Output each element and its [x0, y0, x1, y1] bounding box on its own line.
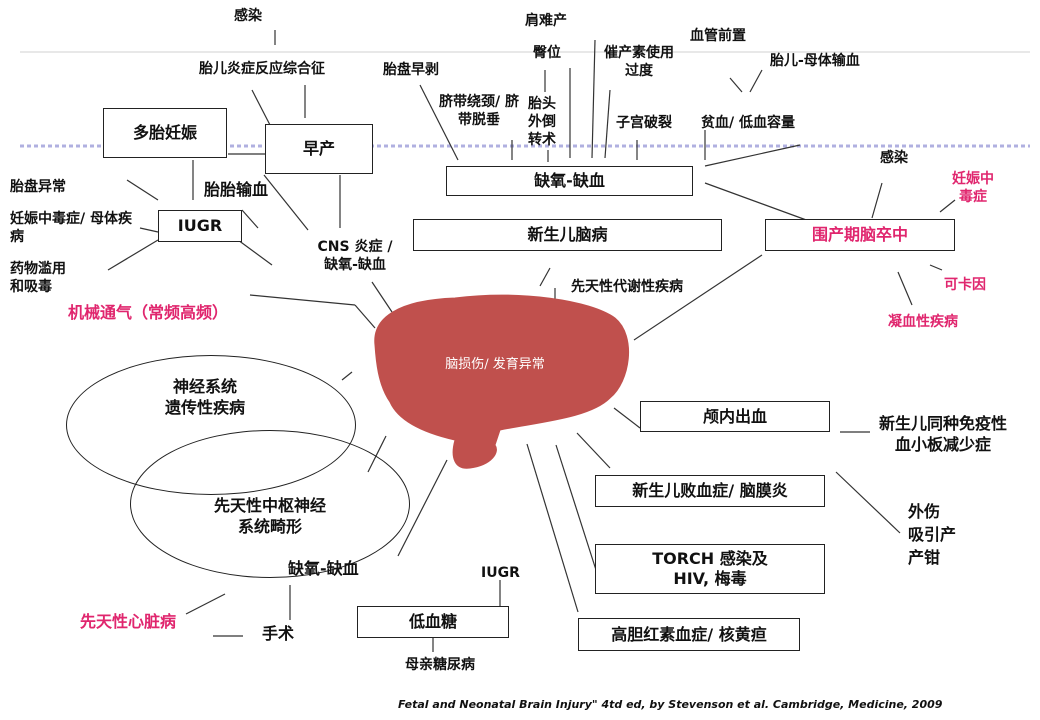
box-hypoxia-ischemia: 缺氧-缺血 [446, 166, 693, 196]
head-line-1: 胎头 [528, 96, 556, 112]
label-iugr-bottom: IUGR [481, 565, 520, 581]
box-torch: TORCH 感染及 HIV, 梅毒 [595, 544, 825, 594]
label-alloimmune: 新生儿同种免疫性 血小板减少症 [868, 413, 1018, 455]
cns-line-1: CNS 炎症 / [317, 239, 393, 255]
box-neonatal-sepsis: 新生儿败血症/ 脑膜炎 [595, 475, 825, 507]
label-fetomaternal: 胎儿-母体输血 [770, 53, 860, 69]
label-infection-right: 感染 [880, 150, 908, 166]
head-line-2: 外倒 [528, 114, 556, 130]
trauma-line-3: 产钳 [908, 548, 941, 567]
malformation-ellipse [130, 430, 410, 578]
label-drug-abuse: 药物滥用 和吸毒 [10, 260, 66, 296]
label-vascular-previa: 血管前置 [690, 28, 746, 44]
brain-shape [374, 294, 630, 469]
label-cocaine: 可卡因 [944, 277, 986, 293]
preeclampsia-line-2: 毒症 [959, 189, 987, 205]
drug-line-1: 药物滥用 [10, 261, 66, 277]
genetic-text: 神经系统 遗传性疾病 [145, 376, 265, 418]
label-surgery: 手术 [262, 624, 295, 643]
label-maternal-diabetes: 母亲糖尿病 [405, 657, 475, 673]
label-placental-abruption: 胎盘早剥 [383, 62, 439, 78]
box-perinatal-stroke: 围产期脑卒中 [765, 219, 955, 251]
torch-line-2: HIV, 梅毒 [673, 569, 747, 588]
cns-line-2: 缺氧-缺血 [324, 257, 386, 273]
box-neonatal-encephalopathy: 新生儿脑病 [413, 219, 722, 251]
citation: Fetal and Neonatal Brain Injury" 4td ed,… [398, 698, 943, 711]
head-line-3: 转术 [528, 132, 556, 148]
oxytocin-line-2: 过度 [625, 63, 653, 79]
box-multiple-pregnancy: 多胎妊娠 [103, 108, 227, 158]
label-placental-anomaly: 胎盘异常 [10, 179, 66, 195]
label-preeclampsia: 妊娠中 毒症 [940, 170, 1006, 206]
preeclampsia-line-1: 妊娠中 [952, 171, 994, 187]
label-pih: 妊娠中毒症/ 母体疾 病 [10, 210, 132, 246]
label-twin-transfusion: 胎胎输血 [204, 180, 269, 199]
label-cns-inflammation: CNS 炎症 / 缺氧-缺血 [305, 238, 405, 274]
box-hyperbilirubinemia: 高胆红素血症/ 核黄疸 [578, 618, 800, 651]
alloimmune-line-2: 血小板减少症 [894, 435, 991, 454]
box-hypoglycemia: 低血糖 [357, 606, 509, 638]
label-ventilation: 机械通气（常频高频） [68, 303, 229, 322]
oxytocin-line-1: 催产素使用 [604, 45, 674, 61]
label-infection-top: 感染 [234, 8, 262, 24]
genetic-line-2: 遗传性疾病 [164, 398, 245, 417]
label-oxytocin: 催产素使用 过度 [597, 44, 681, 80]
label-metabolic: 先天性代谢性疾病 [571, 279, 683, 295]
trauma-line-1: 外伤 [908, 502, 941, 521]
label-fetal-inflammatory: 胎儿炎症反应综合征 [199, 61, 325, 77]
drug-line-2: 和吸毒 [10, 279, 52, 295]
malformation-line-2: 系统畸形 [237, 517, 302, 536]
cord-line-1: 脐带绕颈/ 脐 [439, 94, 519, 110]
label-coagulopathy: 凝血性疾病 [888, 314, 958, 330]
box-preterm: 早产 [265, 124, 373, 174]
label-breech: 臀位 [533, 45, 561, 61]
label-trauma: 外伤 吸引产 产钳 [908, 500, 956, 569]
genetic-line-1: 神经系统 [172, 377, 237, 396]
alloimmune-line-1: 新生儿同种免疫性 [878, 414, 1007, 433]
pih-line-1: 妊娠中毒症/ 母体疾 [10, 211, 132, 227]
label-uterine-rupture: 子宫破裂 [616, 115, 672, 131]
box-iugr: IUGR [158, 210, 242, 242]
label-head-version: 胎头 外倒 转术 [528, 95, 556, 149]
brain-label: 脑损伤/ 发育异常 [445, 357, 545, 372]
cord-line-2: 带脱垂 [458, 112, 500, 128]
label-hypoxia-bottom: 缺氧-缺血 [288, 559, 359, 578]
label-chd: 先天性心脏病 [80, 612, 177, 631]
label-cord: 脐带绕颈/ 脐 带脱垂 [432, 93, 526, 129]
label-shoulder-dystocia: 肩难产 [525, 13, 567, 29]
box-intracranial-hemorrhage: 颅内出血 [640, 401, 830, 432]
label-anemia: 贫血/ 低血容量 [701, 115, 795, 131]
malformation-text: 先天性中枢神经 系统畸形 [200, 495, 340, 537]
malformation-line-1: 先天性中枢神经 [213, 496, 326, 515]
trauma-line-2: 吸引产 [908, 525, 957, 544]
pih-line-2: 病 [10, 229, 24, 245]
torch-line-1: TORCH 感染及 [652, 549, 768, 568]
